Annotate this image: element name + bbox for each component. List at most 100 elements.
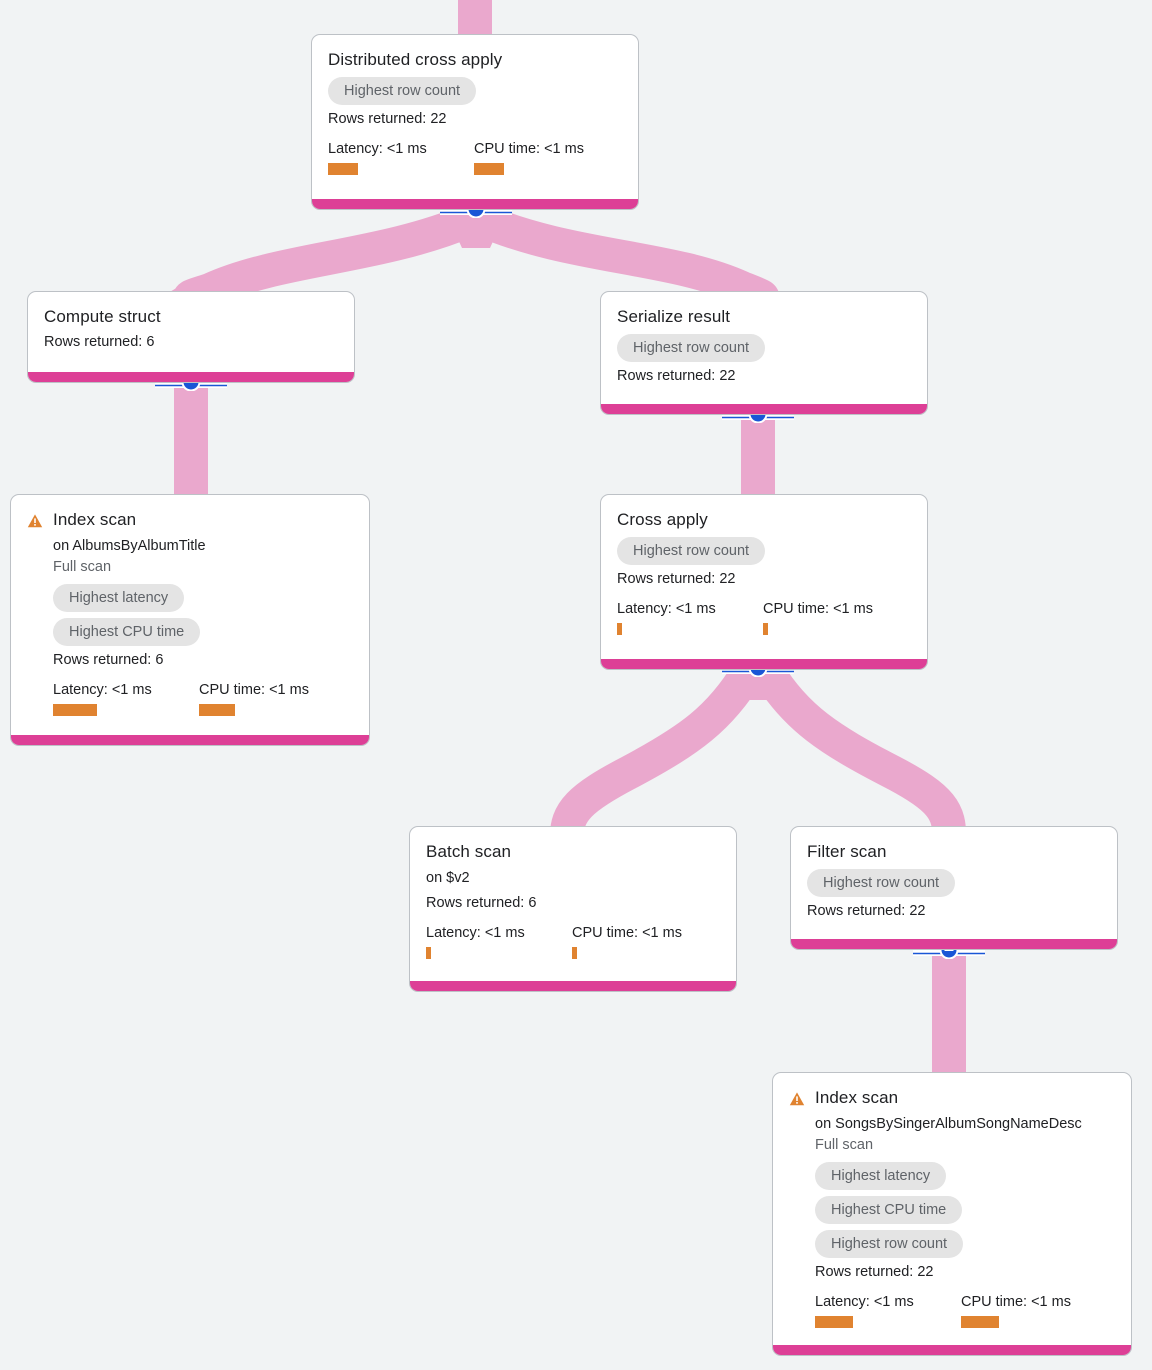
latency-metric: Latency: <1 ms <box>617 599 763 635</box>
warning-icon <box>789 1091 805 1107</box>
edge-left-ribbon <box>172 204 477 312</box>
cpu-label: CPU time: <1 ms <box>763 601 873 617</box>
node-metrics: Latency: <1 ms CPU time: <1 ms <box>815 1292 1115 1328</box>
node-accent-bar <box>601 404 927 414</box>
badge-highest-cpu-time: Highest CPU time <box>815 1196 963 1224</box>
latency-bar <box>53 704 97 716</box>
latency-bar <box>815 1316 853 1328</box>
node-title: Index scan <box>815 1088 899 1107</box>
node-metrics: Latency: <1 ms CPU time: <1 ms <box>53 680 353 716</box>
node-badges: Highest latency Highest CPU time <box>53 584 353 646</box>
edge-crossapply-to-filterscan <box>753 662 967 839</box>
node-body: Compute struct Rows returned: 6 <box>28 292 354 372</box>
latency-label: Latency: <1 ms <box>815 1294 914 1310</box>
cpu-metric: CPU time: <1 ms <box>763 599 873 635</box>
rows-returned: Rows returned: 22 <box>815 1264 934 1280</box>
node-accent-bar <box>791 939 1117 949</box>
plan-node-filter-scan[interactable]: Filter scan Highest row count Rows retur… <box>790 826 1118 950</box>
node-title-row: Cross apply <box>617 509 911 531</box>
latency-label: Latency: <1 ms <box>328 141 427 157</box>
latency-metric: Latency: <1 ms <box>815 1292 961 1328</box>
plan-node-index-scan-songs[interactable]: Index scan on SongsBySingerAlbumSongName… <box>772 1072 1132 1356</box>
node-body: Distributed cross apply Highest row coun… <box>312 35 638 199</box>
cpu-metric: CPU time: <1 ms <box>572 923 682 959</box>
latency-metric: Latency: <1 ms <box>53 680 199 716</box>
badge-highest-row-count: Highest row count <box>617 537 766 565</box>
node-title-row: Distributed cross apply <box>328 49 622 71</box>
minus-icon <box>944 949 954 951</box>
edge-filterscan-to-indexscan <box>932 942 966 1084</box>
plan-node-index-scan-albums[interactable]: Index scan on AlbumsByAlbumTitle Full sc… <box>10 494 370 746</box>
rows-returned: Rows returned: 22 <box>328 111 447 127</box>
rows-returned: Rows returned: 22 <box>807 903 926 919</box>
latency-label: Latency: <1 ms <box>426 925 525 941</box>
node-title: Index scan <box>53 510 137 529</box>
node-body: Index scan on AlbumsByAlbumTitle Full sc… <box>11 495 369 735</box>
node-body: Index scan on SongsBySingerAlbumSongName… <box>773 1073 1131 1345</box>
cpu-bar <box>474 163 504 175</box>
node-title-row: Serialize result <box>617 306 911 328</box>
badge-highest-row-count: Highest row count <box>617 334 766 362</box>
edge-right-ribbon <box>475 204 780 311</box>
scan-type: Full scan <box>815 1137 874 1153</box>
plan-node-serialize-result[interactable]: Serialize result Highest row count Rows … <box>600 291 928 415</box>
latency-metric: Latency: <1 ms <box>426 923 572 959</box>
node-metrics: Latency: <1 ms CPU time: <1 ms <box>617 599 911 635</box>
node-title: Cross apply <box>617 510 708 529</box>
cpu-bar <box>572 947 577 959</box>
node-accent-bar <box>410 981 736 991</box>
badge-highest-row-count: Highest row count <box>807 869 956 897</box>
node-accent-bar <box>11 735 369 745</box>
node-title: Compute struct <box>44 307 161 326</box>
node-accent-bar <box>28 372 354 382</box>
rows-returned: Rows returned: 6 <box>426 895 537 911</box>
badge-highest-cpu-time: Highest CPU time <box>53 618 201 646</box>
cpu-label: CPU time: <1 ms <box>474 141 584 157</box>
latency-label: Latency: <1 ms <box>53 682 152 698</box>
edge-serialize-to-crossapply <box>741 410 775 502</box>
node-badges: Highest latency Highest CPU time Highest… <box>815 1162 1115 1258</box>
plan-node-cross-apply[interactable]: Cross apply Highest row count Rows retur… <box>600 494 928 670</box>
cpu-metric: CPU time: <1 ms <box>199 680 309 716</box>
rows-returned: Rows returned: 6 <box>53 652 164 668</box>
latency-bar <box>617 623 622 635</box>
node-accent-bar <box>312 199 638 209</box>
node-title: Serialize result <box>617 307 731 326</box>
node-metrics: Latency: <1 ms CPU time: <1 ms <box>328 139 622 175</box>
cpu-bar <box>763 623 768 635</box>
node-detail-block: on AlbumsByAlbumTitle Full scan Highest … <box>27 536 353 716</box>
plan-node-compute-struct[interactable]: Compute struct Rows returned: 6 <box>27 291 355 383</box>
plan-node-batch-scan[interactable]: Batch scan on $v2 Rows returned: 6 Laten… <box>409 826 737 992</box>
node-title: Distributed cross apply <box>328 50 503 69</box>
latency-bar <box>328 163 358 175</box>
cpu-label: CPU time: <1 ms <box>572 925 682 941</box>
latency-metric: Latency: <1 ms <box>328 139 474 175</box>
plan-node-distributed-cross-apply[interactable]: Distributed cross apply Highest row coun… <box>311 34 639 210</box>
badge-highest-row-count: Highest row count <box>328 77 477 105</box>
cpu-metric: CPU time: <1 ms <box>961 1292 1071 1328</box>
index-target: on AlbumsByAlbumTitle <box>53 538 206 554</box>
node-title-row: Index scan <box>27 509 353 531</box>
rows-returned: Rows returned: 22 <box>617 571 736 587</box>
cpu-label: CPU time: <1 ms <box>961 1294 1071 1310</box>
node-accent-bar <box>601 659 927 669</box>
edge-compute-to-indexscan <box>174 378 208 502</box>
node-body: Batch scan on $v2 Rows returned: 6 Laten… <box>410 827 736 981</box>
node-title: Batch scan <box>426 842 512 861</box>
node-title-row: Index scan <box>789 1087 1115 1109</box>
edge-root-to-compute-struct <box>157 214 476 300</box>
node-body: Cross apply Highest row count Rows retur… <box>601 495 927 659</box>
cpu-bar <box>199 704 235 716</box>
cpu-metric: CPU time: <1 ms <box>474 139 584 175</box>
node-badges: Highest row count <box>328 77 622 105</box>
badge-highest-row-count: Highest row count <box>815 1230 964 1258</box>
warning-icon <box>27 513 43 529</box>
latency-bar <box>426 947 431 959</box>
index-target: on SongsBySingerAlbumSongNameDesc <box>815 1116 1082 1132</box>
cpu-label: CPU time: <1 ms <box>199 682 309 698</box>
node-body: Serialize result Highest row count Rows … <box>601 292 927 404</box>
node-badges: Highest row count <box>807 869 1101 897</box>
node-badges: Highest row count <box>617 537 911 565</box>
node-detail-block: on SongsBySingerAlbumSongNameDesc Full s… <box>789 1114 1115 1328</box>
